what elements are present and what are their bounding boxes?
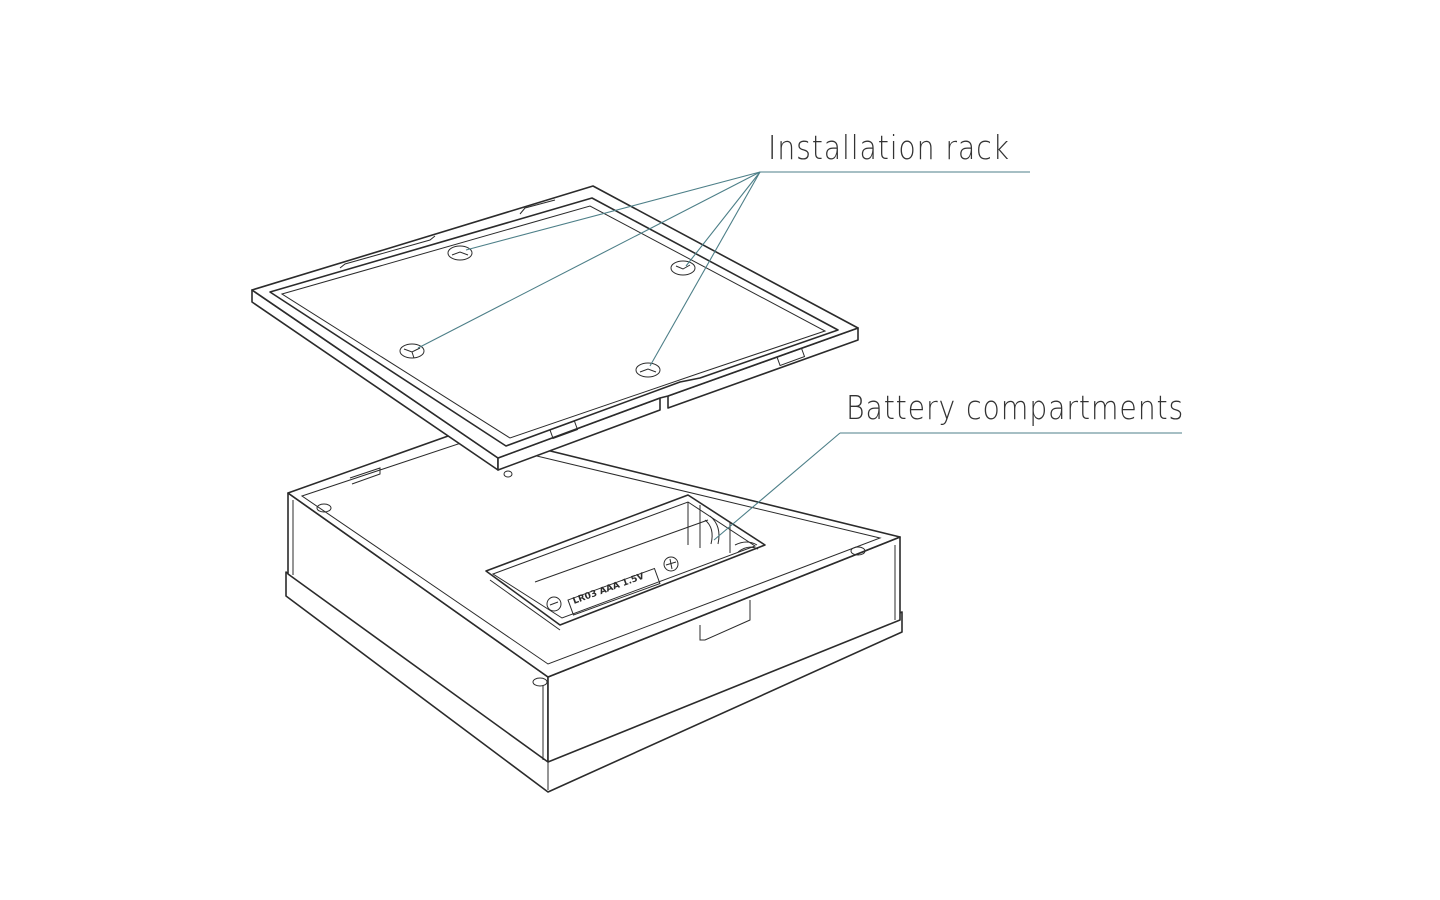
- plate-inner: [269, 197, 839, 447]
- corner-hole-icon: [532, 677, 548, 687]
- installation-rack-label: Installation rack: [768, 128, 1010, 167]
- corner-hole-icon: [850, 546, 866, 556]
- mounting-hole-icon: [399, 343, 425, 359]
- installation-rack-leaders: [417, 171, 1030, 367]
- minus-icon: [546, 596, 562, 612]
- base-box: LR03 AAA 1.5V: [285, 429, 903, 793]
- plus-icon: [663, 556, 679, 572]
- box-inner-rim: [300, 439, 882, 665]
- installation-rack-plate: [251, 185, 859, 478]
- mounting-hole-icon: [447, 245, 473, 261]
- mounting-hole-icon: [635, 362, 661, 378]
- battery-compartments-label: Battery compartments: [846, 388, 1185, 427]
- corner-hole-icon: [316, 503, 332, 513]
- battery-compartment-leader: [713, 432, 1182, 541]
- spring-contact-icon: [704, 515, 759, 553]
- mounting-hole-icon: [670, 260, 696, 276]
